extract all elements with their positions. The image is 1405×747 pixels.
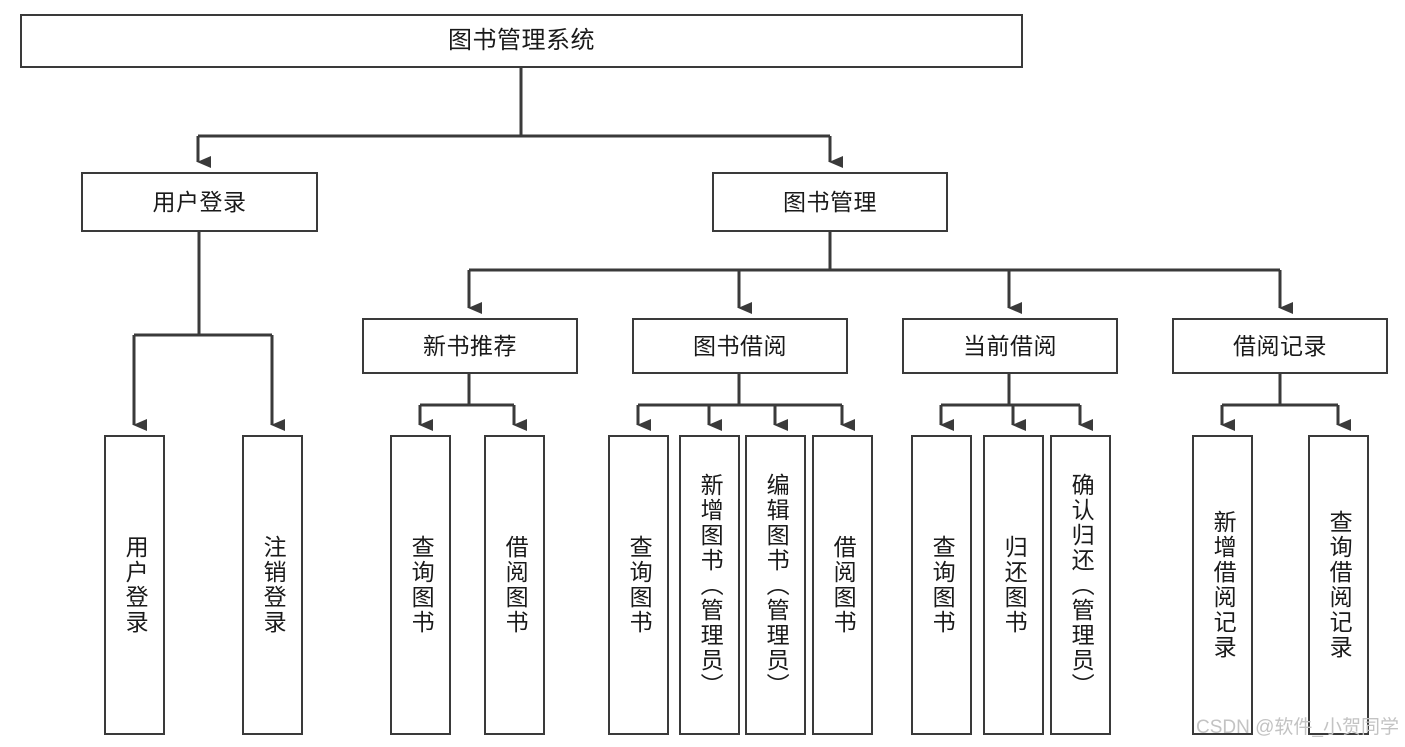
node-borrow-record-label: 借阅记录	[1233, 332, 1327, 359]
node-leaf-add-record[interactable]: 新增借阅记录	[1192, 435, 1253, 735]
node-leaf-add-record-label: 新增借阅记录	[1210, 510, 1237, 660]
node-leaf-confirm-return[interactable]: 确认归还（管理员）	[1050, 435, 1111, 735]
node-leaf-edit-book-label: 编辑图书（管理员）	[763, 472, 790, 698]
node-leaf-user-login-label: 用户登录	[122, 535, 149, 635]
node-new-book-recommend-label: 新书推荐	[423, 332, 517, 359]
node-new-book-recommend[interactable]: 新书推荐	[362, 318, 578, 374]
node-leaf-query-record[interactable]: 查询借阅记录	[1308, 435, 1369, 735]
node-leaf-query-book-2-label: 查询图书	[626, 535, 653, 635]
node-leaf-borrow-book-2[interactable]: 借阅图书	[812, 435, 873, 735]
node-leaf-return-book-label: 归还图书	[1001, 535, 1028, 635]
node-book-borrow-label: 图书借阅	[693, 332, 787, 359]
node-leaf-user-logout[interactable]: 注销登录	[242, 435, 303, 735]
node-leaf-query-book-2[interactable]: 查询图书	[608, 435, 669, 735]
node-leaf-borrow-book-1-label: 借阅图书	[502, 535, 529, 635]
node-borrow-record[interactable]: 借阅记录	[1172, 318, 1388, 374]
node-user-login-label: 用户登录	[152, 188, 247, 215]
node-book-borrow[interactable]: 图书借阅	[632, 318, 848, 374]
node-root[interactable]: 图书管理系统	[20, 14, 1023, 68]
node-leaf-confirm-return-label: 确认归还（管理员）	[1068, 472, 1095, 698]
node-root-label: 图书管理系统	[448, 27, 595, 55]
csdn-watermark: CSDN @软件_小贺同学	[1196, 717, 1399, 738]
node-leaf-query-book-1-label: 查询图书	[408, 535, 435, 635]
node-leaf-query-record-label: 查询借阅记录	[1326, 510, 1353, 660]
node-book-manage[interactable]: 图书管理	[712, 172, 948, 232]
node-leaf-query-book-1[interactable]: 查询图书	[390, 435, 451, 735]
node-leaf-borrow-book-2-label: 借阅图书	[830, 535, 857, 635]
node-book-manage-label: 图书管理	[783, 188, 877, 215]
node-leaf-edit-book[interactable]: 编辑图书（管理员）	[745, 435, 806, 735]
node-current-borrow[interactable]: 当前借阅	[902, 318, 1118, 374]
node-leaf-query-book-3[interactable]: 查询图书	[911, 435, 972, 735]
node-leaf-user-login[interactable]: 用户登录	[104, 435, 165, 735]
node-current-borrow-label: 当前借阅	[963, 332, 1057, 359]
node-leaf-borrow-book-1[interactable]: 借阅图书	[484, 435, 545, 735]
node-leaf-user-logout-label: 注销登录	[260, 535, 287, 635]
node-leaf-add-book[interactable]: 新增图书（管理员）	[679, 435, 740, 735]
node-leaf-query-book-3-label: 查询图书	[929, 535, 956, 635]
node-leaf-return-book[interactable]: 归还图书	[983, 435, 1044, 735]
node-leaf-add-book-label: 新增图书（管理员）	[697, 472, 724, 698]
node-user-login[interactable]: 用户登录	[81, 172, 318, 232]
